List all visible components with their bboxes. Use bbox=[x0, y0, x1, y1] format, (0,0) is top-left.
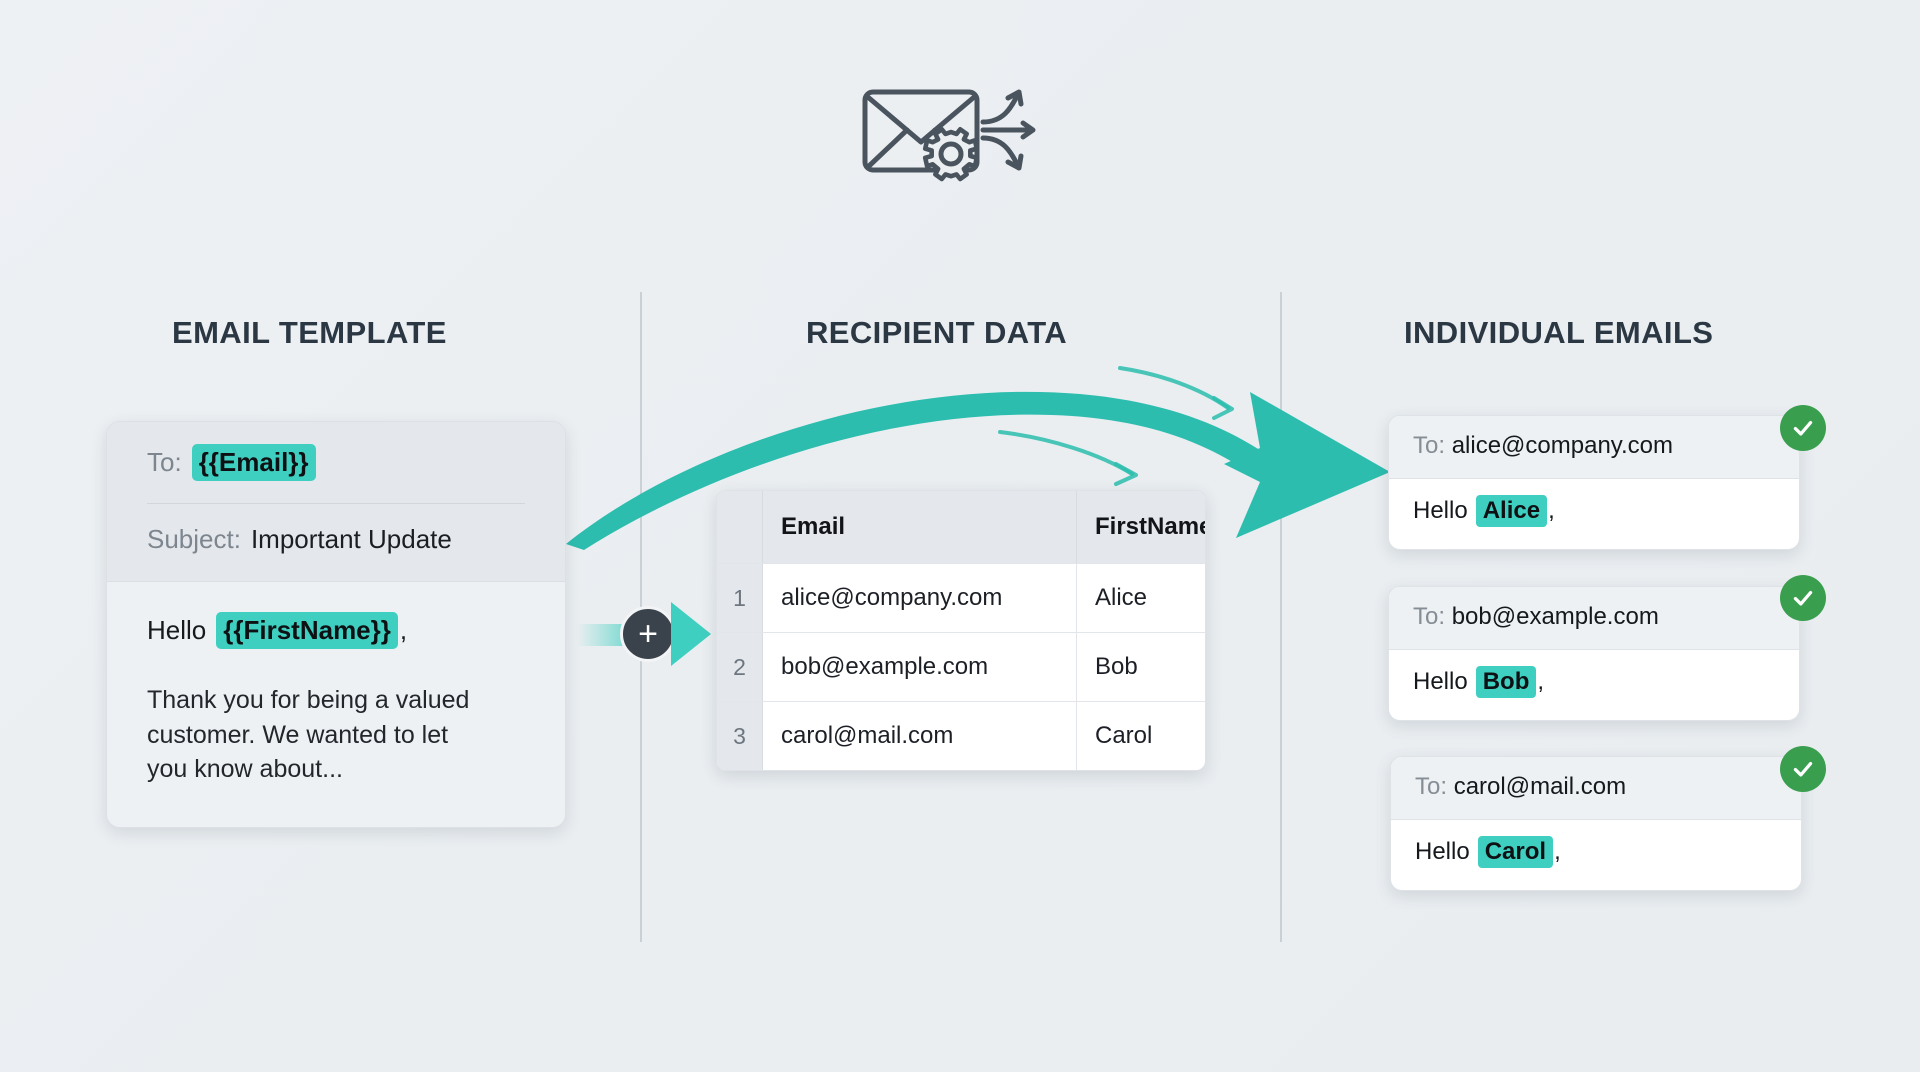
merge-flow-arrow bbox=[560, 360, 1420, 550]
email-merged-name: Carol bbox=[1477, 836, 1554, 868]
cell-email: bob@example.com bbox=[763, 633, 1077, 701]
check-circle-icon bbox=[1780, 405, 1826, 451]
table-header-row: # Email FirstName bbox=[717, 491, 1205, 564]
email-greeting-prefix: Hello bbox=[1413, 668, 1468, 695]
email-to-label: To: bbox=[1413, 603, 1446, 630]
template-subject-row: Subject: Important Update bbox=[147, 524, 525, 555]
email-template-card: To: {{Email}} Subject: Important Update … bbox=[106, 421, 566, 828]
recipient-data-table: # Email FirstName 1 alice@company.com Al… bbox=[716, 490, 1206, 771]
merge-tag-email: {{Email}} bbox=[191, 444, 316, 481]
email-greeting-prefix: Hello bbox=[1413, 497, 1468, 524]
merge-connector: + bbox=[575, 596, 715, 674]
email-card-body: Hello Bob , bbox=[1389, 650, 1799, 720]
email-to-value: carol@mail.com bbox=[1453, 773, 1627, 800]
email-card-header: To: carol@mail.com bbox=[1391, 757, 1801, 820]
template-body-text: Thank you for being a valued customer. W… bbox=[147, 686, 470, 783]
arrow-right-icon bbox=[671, 602, 711, 666]
row-number: 3 bbox=[717, 702, 763, 770]
column-title-individual-emails: INDIVIDUAL EMAILS bbox=[1404, 315, 1714, 350]
email-merged-name: Bob bbox=[1475, 666, 1537, 698]
cell-firstname: Alice bbox=[1095, 584, 1148, 611]
row-number-header: # bbox=[717, 491, 763, 563]
email-greeting-suffix: , bbox=[1554, 838, 1561, 865]
row-number: 2 bbox=[717, 633, 763, 701]
column-header-email: Email bbox=[763, 491, 1077, 563]
merge-tag-firstname: {{FirstName}} bbox=[216, 612, 398, 649]
template-subject-label: Subject: bbox=[147, 524, 241, 554]
row-number: 1 bbox=[717, 564, 763, 632]
column-title-email-template: EMAIL TEMPLATE bbox=[172, 315, 447, 350]
template-separator bbox=[147, 503, 525, 504]
column-title-recipient-data: RECIPIENT DATA bbox=[806, 315, 1068, 350]
merge-plus-node[interactable]: + bbox=[620, 606, 676, 662]
template-greeting-prefix: Hello bbox=[147, 615, 207, 645]
template-greeting-suffix: , bbox=[399, 615, 408, 645]
email-to-label: To: bbox=[1413, 432, 1446, 459]
template-subject-value: Important Update bbox=[250, 524, 452, 554]
email-card-body: Hello Carol , bbox=[1391, 820, 1801, 890]
email-greeting-prefix: Hello bbox=[1415, 838, 1470, 865]
email-greeting-suffix: , bbox=[1537, 668, 1545, 695]
table-row[interactable]: 2 bob@example.com Bob bbox=[717, 633, 1205, 702]
individual-email-card[interactable]: To: carol@mail.com Hello Carol , bbox=[1390, 756, 1802, 891]
cell-email: carol@mail.com bbox=[763, 702, 1077, 770]
email-to-label: To: bbox=[1415, 773, 1448, 800]
envelope-gear-arrows-icon bbox=[855, 70, 1055, 190]
check-circle-icon bbox=[1780, 746, 1826, 792]
email-to-value: alice@company.com bbox=[1451, 432, 1674, 459]
cell-email: alice@company.com bbox=[763, 564, 1077, 632]
cell-firstname: Bob bbox=[1095, 653, 1138, 680]
email-merged-name: Alice bbox=[1475, 495, 1548, 527]
email-card-header: To: alice@company.com bbox=[1389, 416, 1799, 479]
template-header: To: {{Email}} Subject: Important Update bbox=[107, 422, 565, 581]
template-greeting: Hello {{FirstName}} , bbox=[147, 612, 525, 649]
template-body: Hello {{FirstName}} , Thank you for bein… bbox=[107, 581, 565, 827]
template-to-row: To: {{Email}} bbox=[147, 444, 525, 481]
column-header-firstname: FirstName bbox=[1095, 513, 1206, 540]
email-greeting-suffix: , bbox=[1548, 497, 1555, 524]
email-card-header: To: bob@example.com bbox=[1389, 587, 1799, 650]
individual-email-card[interactable]: To: bob@example.com Hello Bob , bbox=[1388, 586, 1800, 721]
cell-firstname: Carol bbox=[1095, 722, 1153, 749]
table-row[interactable]: 1 alice@company.com Alice bbox=[717, 564, 1205, 633]
column-divider-right bbox=[1280, 292, 1282, 942]
check-circle-icon bbox=[1780, 575, 1826, 621]
individual-email-card[interactable]: To: alice@company.com Hello Alice , bbox=[1388, 415, 1800, 550]
template-to-label: To: bbox=[147, 447, 182, 477]
table-row[interactable]: 3 carol@mail.com Carol bbox=[717, 702, 1205, 770]
email-card-body: Hello Alice , bbox=[1389, 479, 1799, 549]
email-to-value: bob@example.com bbox=[1451, 603, 1659, 630]
